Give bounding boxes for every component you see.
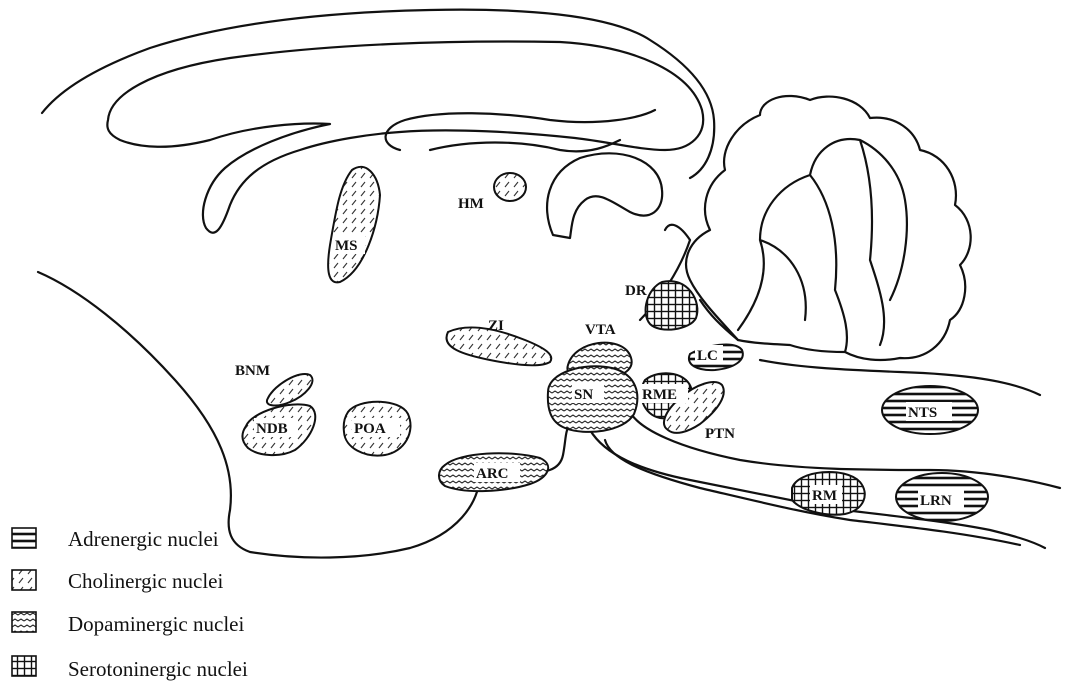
label-lc: LC [697, 348, 718, 364]
label-poa: POA [354, 421, 386, 437]
legend-label-adrenergic: Adrenergic nuclei [68, 527, 219, 551]
legend-swatch-serotoninergic [12, 656, 36, 676]
corpus-callosum [107, 42, 703, 233]
label-ptn: PTN [705, 426, 735, 442]
anterior-commissure-arc [547, 153, 662, 238]
nuclei-layer [243, 167, 989, 521]
label-arc: ARC [476, 466, 509, 482]
label-lrn: LRN [920, 493, 952, 509]
label-dr: DR [625, 283, 647, 299]
label-ms: MS [335, 238, 358, 254]
brain-outline [38, 10, 1060, 558]
cerebellum [686, 96, 971, 360]
label-rm: RM [812, 488, 837, 504]
label-bnm: BNM [235, 363, 270, 379]
nucleus-ms[interactable] [328, 167, 380, 283]
label-vta: VTA [585, 322, 616, 338]
nucleus-dr[interactable] [646, 281, 698, 330]
legend-swatch-adrenergic [12, 528, 36, 548]
legend-label-serotoninergic: Serotoninergic nuclei [68, 657, 248, 681]
legend-label-dopaminergic: Dopaminergic nuclei [68, 612, 244, 636]
legend-swatch-dopaminergic [12, 612, 36, 632]
legend-label-cholinergic: Cholinergic nuclei [68, 569, 223, 593]
label-rme: RME [642, 387, 677, 403]
legend-swatch-cholinergic [12, 570, 36, 590]
label-zi: ZI [488, 318, 504, 334]
label-sn: SN [574, 387, 593, 403]
legend: Adrenergic nuclei Cholinergic nuclei Dop… [12, 527, 248, 681]
medulla-dorsal [760, 360, 1040, 395]
nucleus-hm[interactable] [494, 173, 526, 201]
nucleus-bnm[interactable] [267, 374, 313, 406]
label-hm: HM [458, 196, 484, 212]
label-nts: NTS [908, 405, 937, 421]
cerebellum-folia [738, 139, 907, 352]
label-ndb: NDB [256, 421, 288, 437]
